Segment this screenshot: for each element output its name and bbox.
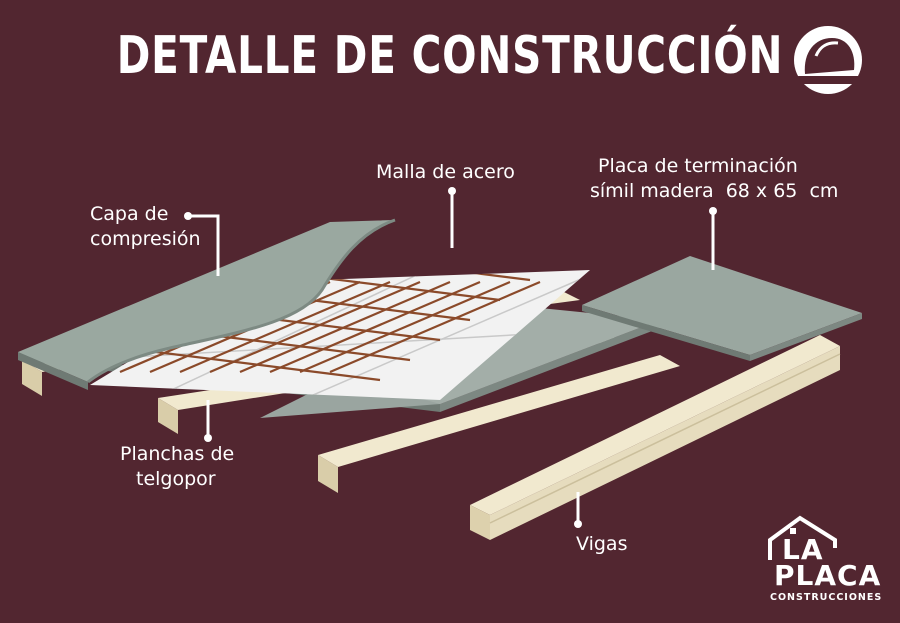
finishing-plate: [582, 256, 862, 361]
compression-layer: [18, 220, 395, 382]
label-steel-mesh: Malla de acero: [376, 161, 515, 183]
label-foam-boards: Planchas de telgopor: [120, 443, 235, 490]
loose-beam: [470, 335, 841, 540]
label-finishing-plate: Placa de terminación símil madera 68 x 6…: [590, 155, 839, 202]
leader-lines: [188, 191, 715, 524]
label-beams: Vigas: [576, 533, 628, 555]
foam-panel: [90, 270, 590, 400]
leader-dots: [184, 187, 717, 528]
helmet-icon: [794, 26, 862, 94]
brand-logo: LA PLACA CONSTRUCCIONES: [760, 512, 890, 612]
brand-line-1: LA: [782, 533, 824, 566]
label-compression-layer: Capa de compresión: [90, 203, 201, 250]
beam-3: [318, 355, 680, 493]
page-title: DETALLE DE CONSTRUCCIÓN: [116, 26, 784, 86]
compression-layer-edge: [18, 352, 88, 390]
slab-edge-right: [440, 320, 660, 412]
brand-line-3: CONSTRUCCIONES: [770, 592, 883, 603]
brand-line-2: PLACA: [774, 559, 882, 592]
house-icon: [768, 515, 837, 560]
